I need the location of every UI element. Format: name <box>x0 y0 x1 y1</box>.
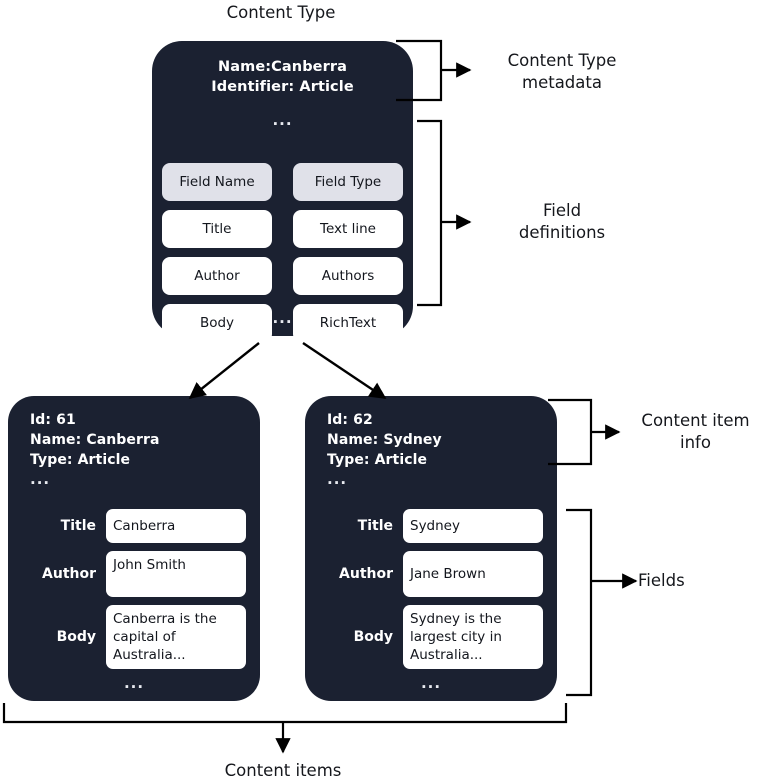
field-value: Canberra <box>106 509 246 543</box>
annotation-content-type-metadata: Content Type metadata <box>507 51 617 92</box>
content-item-id: Id: 62 <box>327 412 373 428</box>
field-value: Sydney is the largest city in Australia.… <box>403 605 543 669</box>
field-label: Author <box>339 566 393 582</box>
field-row: Author Jane Brown <box>319 551 543 597</box>
arrow-to-content-item-1 <box>188 342 260 400</box>
field-row: Title Sydney <box>319 509 543 543</box>
content-item-type: Type: Article <box>327 452 428 468</box>
field-name-cell: Body <box>162 304 272 342</box>
arrow-to-content-item-2 <box>302 342 387 399</box>
content-item-fields-ellipsis: ... <box>123 674 145 692</box>
field-type-cell: Authors <box>293 257 403 295</box>
field-row: Body Sydney is the largest city in Austr… <box>319 605 543 669</box>
content-item-fields-ellipsis: ... <box>420 674 442 692</box>
field-value: Jane Brown <box>403 551 543 597</box>
content-type-name: Name:Canberra <box>217 59 347 75</box>
content-type-identifier: Identifier: Article <box>211 79 354 95</box>
field-row: Author John Smith <box>22 551 246 597</box>
content-item-card: Id: 61 Name: Canberra Type: Article ... … <box>8 396 260 701</box>
annotation-content-items: Content items <box>224 761 342 780</box>
field-type-cell: RichText <box>293 304 403 342</box>
field-type-header: Field Type <box>293 163 403 201</box>
content-type-card: Name:Canberra Identifier: Article ... Fi… <box>152 41 413 342</box>
content-item-id: Id: 61 <box>30 412 76 428</box>
field-name-cell: Title <box>162 210 272 248</box>
field-label: Body <box>353 629 393 645</box>
field-name-cell: Author <box>162 257 272 295</box>
content-type-metadata-ellipsis: ... <box>272 111 293 129</box>
annotation-content-item-info: Content item info <box>641 411 750 452</box>
bracket-field-definitions <box>417 119 443 307</box>
field-row: Body Canberra is the capital of Australi… <box>22 605 246 669</box>
field-row: Title Canberra <box>22 509 246 543</box>
content-item-info: Id: 61 Name: Canberra Type: Article <box>30 410 160 470</box>
content-item-type: Type: Article <box>30 452 131 468</box>
content-type-metadata: Name:Canberra Identifier: Article <box>152 57 413 97</box>
content-item-info-ellipsis: ... <box>30 470 51 488</box>
content-item-info: Id: 62 Name: Sydney Type: Article <box>327 410 442 470</box>
field-type-cell: Text line <box>293 210 403 248</box>
field-label: Title <box>357 518 393 534</box>
annotation-field-definitions: Field definitions <box>518 201 606 242</box>
content-item-name: Name: Canberra <box>30 432 160 448</box>
field-name-header: Field Name <box>162 163 272 201</box>
content-item-fields: Title Canberra Author John Smith Body Ca… <box>22 509 246 677</box>
field-label: Author <box>42 566 96 582</box>
bracket-content-items <box>2 703 568 724</box>
field-definitions-table: Field Name Field Type Title Text line Au… <box>162 163 403 342</box>
content-item-name: Name: Sydney <box>327 432 442 448</box>
page-title: Content Type <box>226 3 336 22</box>
content-item-info-ellipsis: ... <box>327 470 348 488</box>
field-definitions-ellipsis: ... <box>272 309 293 327</box>
bracket-fields <box>566 508 593 697</box>
field-label: Title <box>60 518 96 534</box>
field-value: Sydney <box>403 509 543 543</box>
annotation-fields: Fields <box>638 571 685 590</box>
field-label: Body <box>56 629 96 645</box>
content-item-card: Id: 62 Name: Sydney Type: Article ... Ti… <box>305 396 557 701</box>
field-value: John Smith <box>106 551 246 597</box>
content-item-fields: Title Sydney Author Jane Brown Body Sydn… <box>319 509 543 677</box>
field-value: Canberra is the capital of Australia... <box>106 605 246 669</box>
